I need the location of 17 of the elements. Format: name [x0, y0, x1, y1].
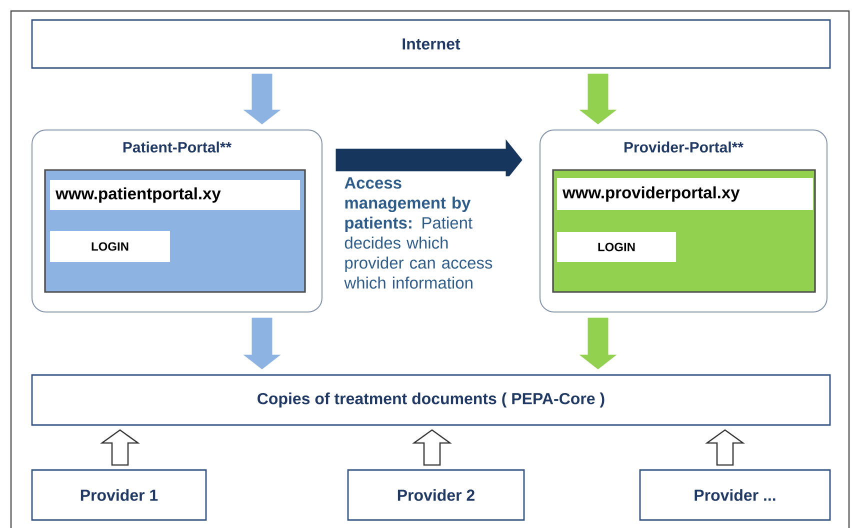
process-box: Provider 2 [347, 469, 525, 521]
url-field: www.providerportal.xy [557, 178, 813, 210]
process-box: Internet [31, 19, 831, 69]
block-arrow [100, 429, 140, 466]
login-button: LOGIN [557, 232, 676, 262]
block-arrow [705, 429, 746, 466]
edge-label: Access management by patients: Patient decides which provider can access which information [343, 176, 510, 290]
block-arrow [412, 429, 452, 466]
process-box: Provider ... [639, 469, 831, 521]
login-button: LOGIN [50, 231, 170, 262]
block-arrow [580, 318, 616, 370]
block-arrow [244, 74, 280, 124]
block-arrow [580, 74, 616, 124]
block-arrow [244, 318, 280, 370]
process-box: Provider 1 [31, 469, 207, 521]
url-field: www.patientportal.xy [50, 180, 300, 210]
process-box: Copies of treatment documents ( PEPA-Core ) [31, 374, 831, 426]
